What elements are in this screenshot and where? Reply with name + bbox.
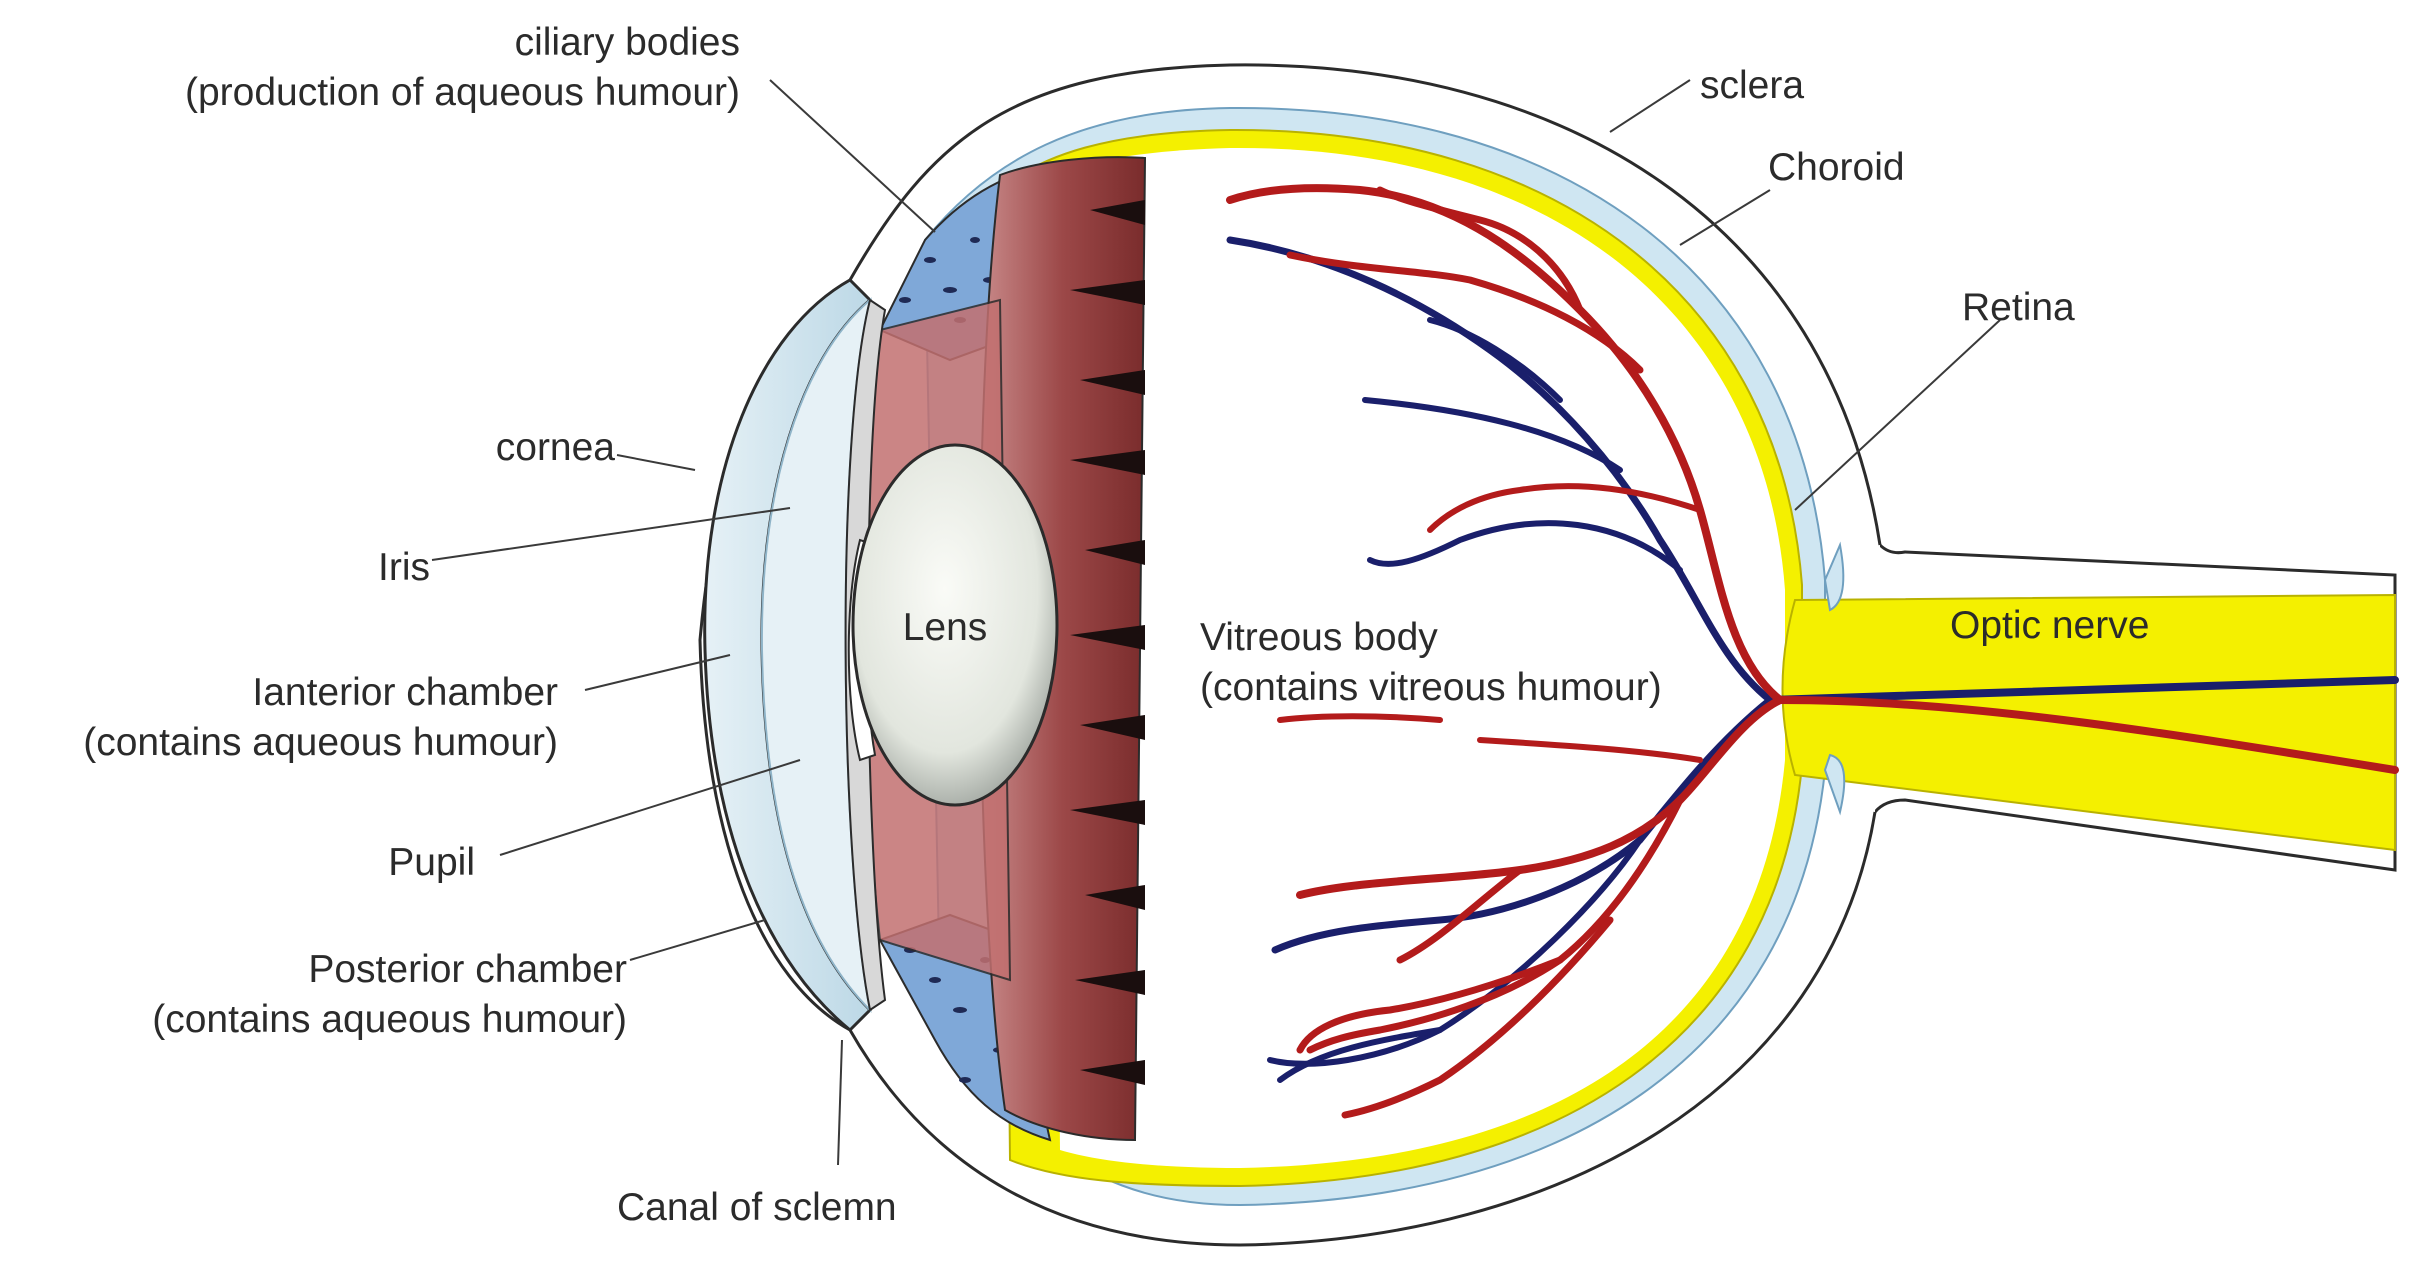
label-lens: Lens: [903, 606, 988, 649]
ciliary-notches: [1070, 200, 1145, 1085]
leader-ciliary: [769, 79, 936, 233]
label-vitreous-line2: (contains vitreous humour): [1200, 666, 1662, 709]
vitreous-body: [1050, 147, 1785, 1168]
label-cornea: cornea: [496, 426, 616, 469]
label-optic-nerve: Optic nerve: [1950, 604, 2149, 647]
leader-pupil: [499, 759, 801, 856]
label-posterior-line1: Posterior chamber: [308, 948, 627, 991]
label-retina: Retina: [1962, 286, 2075, 329]
label-sclera: sclera: [1700, 64, 1804, 107]
leader-posterior: [629, 919, 766, 961]
label-posterior-line2: (contains aqueous humour): [152, 998, 627, 1041]
label-anterior-line2: (contains aqueous humour): [83, 721, 558, 764]
retinal-veins: [1226, 236, 2399, 1083]
lens: [851, 443, 1059, 807]
label-ciliary-line1: ciliary bodies: [515, 21, 740, 64]
label-choroid: Choroid: [1768, 146, 1905, 189]
leader-retina: [1794, 319, 2001, 511]
leader-lines: [431, 79, 2001, 1166]
label-iris: Iris: [378, 546, 430, 589]
optic-nerve-sheath-lower: [1823, 753, 1846, 816]
leader-sclera: [1609, 79, 1691, 133]
leader-iris: [431, 507, 791, 561]
label-ciliary-line2: (production of aqueous humour): [185, 71, 740, 114]
label-vitreous-line1: Vitreous body: [1200, 616, 1438, 659]
leader-anterior: [584, 654, 731, 691]
retinal-arteries: [1226, 184, 2399, 1119]
optic-nerve-sheath-upper: [1823, 541, 1845, 612]
leader-cornea: [616, 454, 696, 471]
leader-choroid: [1679, 189, 1771, 246]
label-canal: Canal of sclemn: [617, 1186, 897, 1229]
label-pupil: Pupil: [388, 841, 475, 884]
label-anterior-line1: Ianterior chamber: [252, 671, 558, 714]
leader-canal: [837, 1039, 843, 1166]
